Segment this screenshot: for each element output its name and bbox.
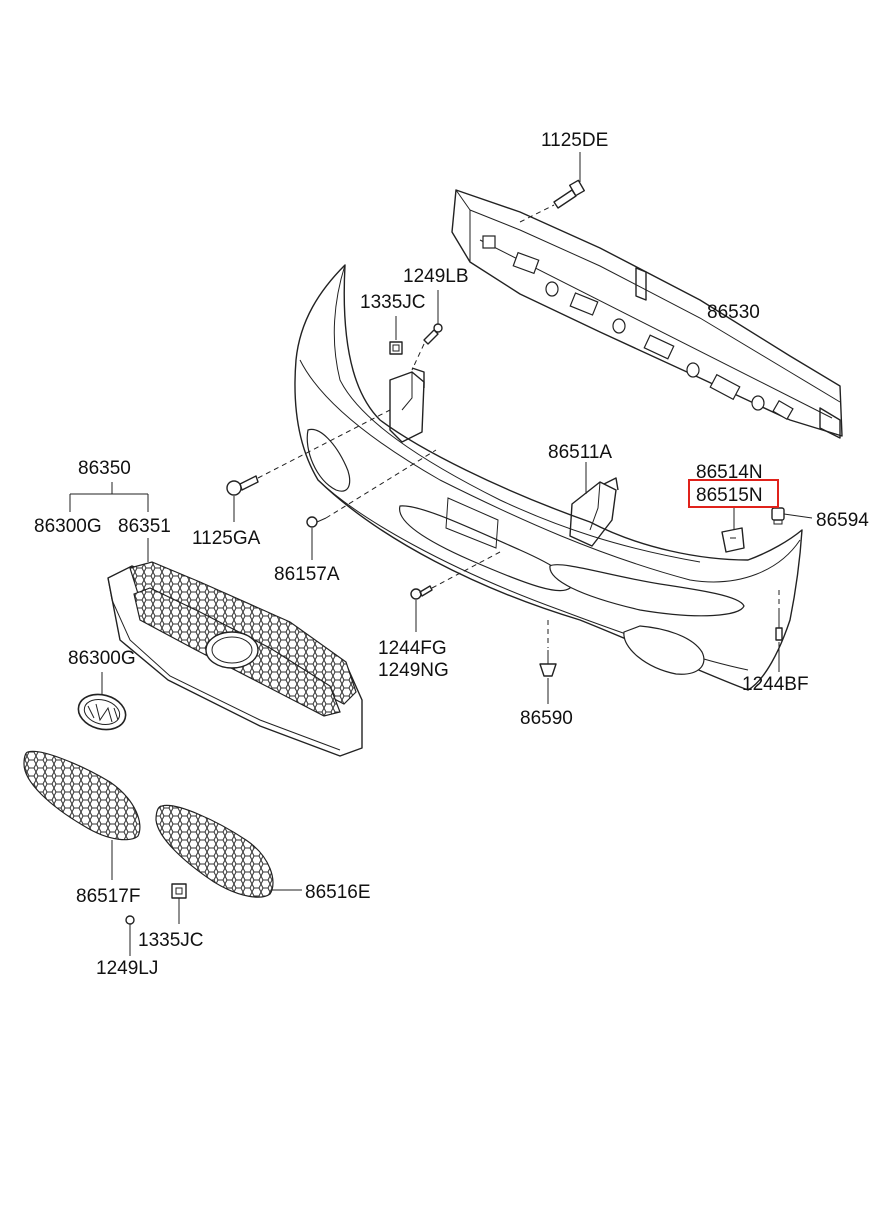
label-86351[interactable]: 86351 <box>118 516 171 537</box>
bracket-86511A[interactable] <box>569 477 619 547</box>
label-86515N[interactable]: 86515N <box>696 485 763 506</box>
nut-1335JC-bottom[interactable] <box>171 883 187 899</box>
fog-grille-86516E[interactable] <box>155 804 274 898</box>
label-1249LJ[interactable]: 1249LJ <box>96 958 158 979</box>
bumper-bracket-left[interactable] <box>389 367 425 443</box>
label-1125DE[interactable]: 1125DE <box>541 130 608 151</box>
front-bumper-cover[interactable] <box>294 216 803 691</box>
label-1249LB[interactable]: 1249LB <box>403 266 469 287</box>
label-86300G-b[interactable]: 86300G <box>68 648 136 669</box>
label-86157A[interactable]: 86157A <box>274 564 340 585</box>
label-1249NG[interactable]: 1249NG <box>378 660 449 681</box>
fog-grille-86517F[interactable] <box>23 750 141 841</box>
label-86594[interactable]: 86594 <box>816 510 869 531</box>
label-86590[interactable]: 86590 <box>520 708 573 729</box>
label-86516E[interactable]: 86516E <box>305 882 371 903</box>
label-86511A[interactable]: 86511A <box>548 442 612 463</box>
bracket-86515N[interactable] <box>721 527 745 553</box>
label-1244FG[interactable]: 1244FG <box>378 638 447 659</box>
bumper-beam-86530[interactable] <box>451 189 843 439</box>
label-86514N[interactable]: 86514N <box>696 462 763 483</box>
highlight-box-86515N <box>688 479 779 508</box>
bolt-1125GA[interactable] <box>226 475 259 496</box>
screw-1249LB[interactable] <box>423 323 443 345</box>
clip-86590[interactable] <box>539 650 557 677</box>
label-86517F[interactable]: 86517F <box>76 886 140 907</box>
label-86350[interactable]: 86350 <box>78 458 131 479</box>
screw-1249LJ[interactable] <box>125 915 135 944</box>
clip-86157A[interactable] <box>306 516 327 528</box>
label-1335JC-top[interactable]: 1335JC <box>360 292 426 313</box>
label-1125GA[interactable]: 1125GA <box>192 528 261 549</box>
label-86530[interactable]: 86530 <box>707 302 760 323</box>
label-1335JC-bottom[interactable]: 1335JC <box>138 930 204 951</box>
radiator-grille-86350[interactable] <box>107 561 363 757</box>
emblem-86300G[interactable] <box>74 689 129 734</box>
bolt-1125DE[interactable] <box>553 179 586 209</box>
screw-1244FG[interactable] <box>410 585 433 600</box>
nut-1335JC-top[interactable] <box>389 341 403 355</box>
label-1244BF[interactable]: 1244BF <box>742 674 809 695</box>
label-86300G-a[interactable]: 86300G <box>34 516 102 537</box>
screw-1244BF[interactable] <box>775 608 783 641</box>
clip-86594[interactable] <box>771 507 785 525</box>
